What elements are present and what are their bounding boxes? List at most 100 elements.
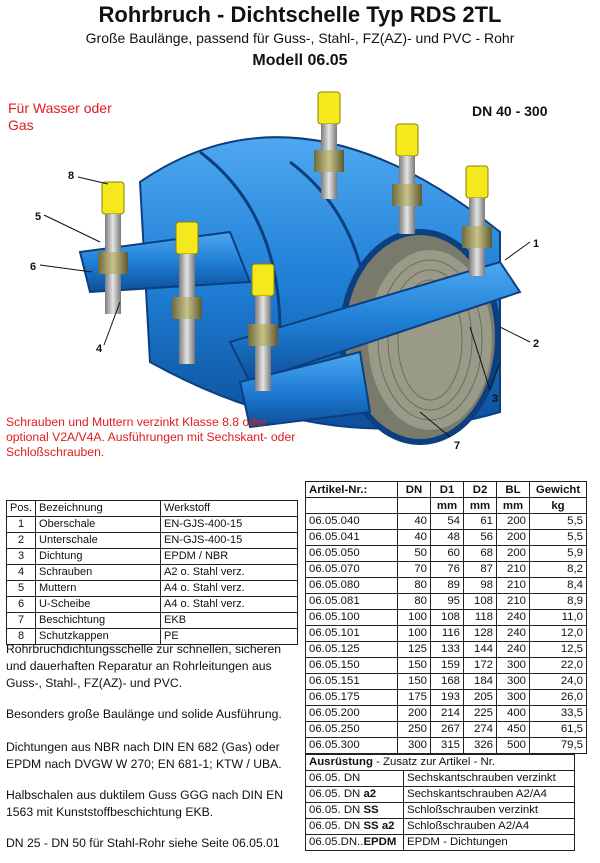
accessory-code-suffix: EPDM <box>363 836 397 848</box>
article-dn: 250 <box>397 721 431 738</box>
article-bl: 300 <box>496 657 530 674</box>
article-bl: 240 <box>496 609 530 626</box>
article-weight: 22,0 <box>529 657 587 674</box>
article-d1: 76 <box>430 561 464 578</box>
article-header-weight: Gewicht <box>529 481 587 498</box>
article-bl: 210 <box>496 593 530 610</box>
article-dn: 100 <box>397 625 431 642</box>
article-header-nr: Artikel-Nr.: <box>305 481 398 498</box>
article-weight: 5,5 <box>529 513 587 530</box>
parts-name: Schutzkappen <box>35 628 162 645</box>
article-d1: 116 <box>430 625 464 642</box>
article-nr: 06.05.070 <box>305 561 398 578</box>
article-header-d1: D1 <box>430 481 464 498</box>
article-d2: 205 <box>463 689 497 706</box>
article-weight: 5,5 <box>529 529 587 546</box>
parts-pos: 7 <box>5 612 37 629</box>
article-units-row: mm mm mm kg <box>305 497 587 514</box>
callout-6: 6 <box>30 261 36 273</box>
article-weight: 5,9 <box>529 545 587 562</box>
description-1: Rohrbruchdichtungsschelle zur schnellen,… <box>6 642 282 690</box>
article-dn: 50 <box>397 545 431 562</box>
article-weight: 8,2 <box>529 561 587 578</box>
bolt-group <box>98 91 492 391</box>
accessory-row: 06.05.DN..EPDM EPDM - Dichtungen <box>305 834 575 851</box>
article-bl: 210 <box>496 561 530 578</box>
article-d2: 172 <box>463 657 497 674</box>
article-d2: 108 <box>463 593 497 610</box>
article-nr: 06.05.101 <box>305 625 398 642</box>
description-3: Dichtungen aus NBR nach DIN EN 682 (Gas)… <box>6 740 282 771</box>
article-nr: 06.05.081 <box>305 593 398 610</box>
accessory-code-prefix: 06.05. DN <box>309 772 361 784</box>
accessory-code-prefix: 06.05.DN.. <box>309 836 364 848</box>
article-bl: 200 <box>496 513 530 530</box>
article-nr: 06.05.200 <box>305 705 398 722</box>
article-d1: 315 <box>430 737 464 754</box>
article-nr: 06.05.050 <box>305 545 398 562</box>
parts-name: Beschichtung <box>35 612 162 629</box>
article-bl: 300 <box>496 673 530 690</box>
parts-name: Muttern <box>35 580 162 597</box>
article-weight: 8,4 <box>529 577 587 594</box>
article-dn: 40 <box>397 513 431 530</box>
description-4: Halbschalen aus duktilem Guss GGG nach D… <box>6 788 284 819</box>
article-header-d2: D2 <box>463 481 497 498</box>
article-dn: 150 <box>397 657 431 674</box>
parts-material: A4 o. Stahl verz. <box>160 580 299 597</box>
article-nr: 06.05.080 <box>305 577 398 594</box>
article-table: Artikel-Nr.: DN D1 D2 BL Gewicht mm mm m… <box>305 481 587 754</box>
article-d2: 61 <box>463 513 497 530</box>
callout-2: 2 <box>533 338 539 350</box>
accessory-header-row: Ausrüstung - Zusatz zur Artikel - Nr. <box>305 754 575 771</box>
accessory-desc: EPDM - Dichtungen <box>403 834 575 851</box>
article-weight: 26,0 <box>529 689 587 706</box>
article-d2: 184 <box>463 673 497 690</box>
article-unit: mm <box>496 497 530 514</box>
article-header-bl: BL <box>496 481 530 498</box>
article-nr: 06.05.300 <box>305 737 398 754</box>
accessory-code-prefix: 06.05. DN <box>309 788 364 800</box>
parts-name: Schrauben <box>35 564 162 581</box>
article-dn: 125 <box>397 641 431 658</box>
screw-notes: Schrauben und Muttern verzinkt Klasse 8.… <box>6 415 296 459</box>
article-nr: 06.05.151 <box>305 673 398 690</box>
article-d2: 128 <box>463 625 497 642</box>
article-bl: 200 <box>496 529 530 546</box>
parts-pos: 1 <box>5 516 37 533</box>
article-unit: kg <box>529 497 587 514</box>
article-d2: 56 <box>463 529 497 546</box>
article-d2: 98 <box>463 577 497 594</box>
article-unit: mm <box>463 497 497 514</box>
article-weight: 11,0 <box>529 609 587 626</box>
accessory-desc: Schloßschrauben verzinkt <box>403 802 575 819</box>
accessory-title: Ausrüstung <box>309 756 373 768</box>
article-d2: 68 <box>463 545 497 562</box>
article-d1: 193 <box>430 689 464 706</box>
page-subtitle: Große Baulänge, passend für Guss-, Stahl… <box>85 30 515 46</box>
parts-material: A4 o. Stahl verz. <box>160 596 299 613</box>
article-dn: 150 <box>397 673 431 690</box>
parts-pos: 3 <box>5 548 37 565</box>
article-dn: 80 <box>397 593 431 610</box>
parts-header-name: Bezeichnung <box>35 500 162 517</box>
article-unit: mm <box>430 497 464 514</box>
model-number: Modell 06.05 <box>252 52 348 69</box>
parts-name: Oberschale <box>35 516 162 533</box>
callout-3: 3 <box>492 393 498 405</box>
parts-material: EN-GJS-400-15 <box>160 532 299 549</box>
accessory-table: Ausrüstung - Zusatz zur Artikel - Nr. 06… <box>305 754 575 851</box>
